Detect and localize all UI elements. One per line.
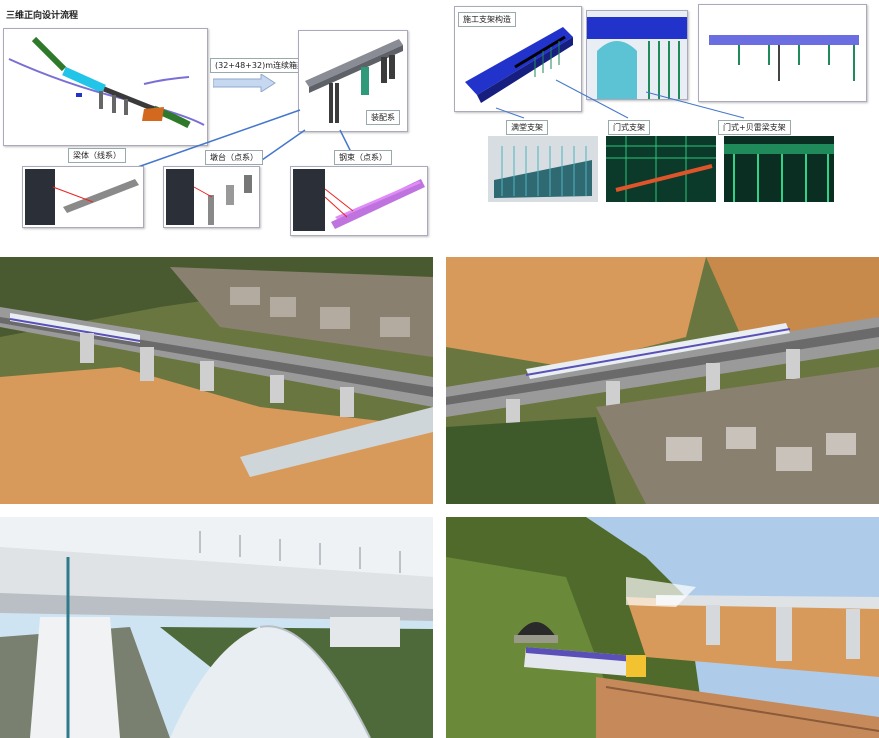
rebar-model [290,166,428,236]
design-flow-panel: 三维正向设计流程 (32+48+32)m连续箱梁 [0,0,433,240]
assembly-illustration [305,39,403,123]
portal-beam-support-detail [698,4,867,102]
arrow-right-icon [213,74,276,92]
tunnel-train-render [446,517,879,738]
rebar-label: 钢束（点系） [334,150,392,165]
support-structure-panel: 施工支架构造 满堂支架 门式支架 门式+贝雷梁支架 [446,0,879,215]
portal-support-render [606,136,716,202]
support-structure-label: 施工支架构造 [458,12,516,27]
portal-support-detail-illustration [587,17,687,99]
portal-support-render-illustration [606,136,716,202]
support-overview-illustration [465,27,573,103]
aerial-render-right-illustration [446,257,879,504]
beam-label: 梁体（线系） [68,148,126,163]
rebar-property-sidebar [293,169,325,231]
overall-bridge-illustration [8,36,205,129]
portal-support-detail [586,10,688,100]
beam-property-sidebar [25,169,55,225]
full-support-render [488,136,598,202]
aerial-render-right [446,257,879,504]
full-support-label: 满堂支架 [506,120,548,135]
aerial-render-left-illustration [0,257,433,504]
design-flow-title: 三维正向设计流程 [6,11,79,21]
portal-beam-support-render [724,136,834,202]
pier-property-sidebar [166,169,194,225]
portal-support-label: 门式支架 [608,120,650,135]
underbridge-render-illustration [0,517,433,738]
pier-model [163,166,260,228]
pier-illustration [193,175,252,225]
portal-beam-support-render-illustration [724,144,834,202]
underbridge-render [0,517,433,738]
aerial-render-left [0,257,433,504]
rebar-illustration [324,179,425,229]
portal-beam-support-illustration [709,35,859,81]
full-support-render-illustration [494,146,592,198]
overall-bridge-model [3,28,208,146]
assembly-label: 装配系 [366,110,400,125]
span-label: (32+48+32)m连续箱梁 [210,58,310,73]
beam-model [22,166,144,228]
tunnel-train-render-illustration [446,517,879,738]
beam-illustration [52,179,139,213]
portal-beam-support-label: 门式+贝雷梁支架 [718,120,791,135]
support-connectors [495,79,745,119]
pier-label: 墩台（点系） [205,150,263,165]
